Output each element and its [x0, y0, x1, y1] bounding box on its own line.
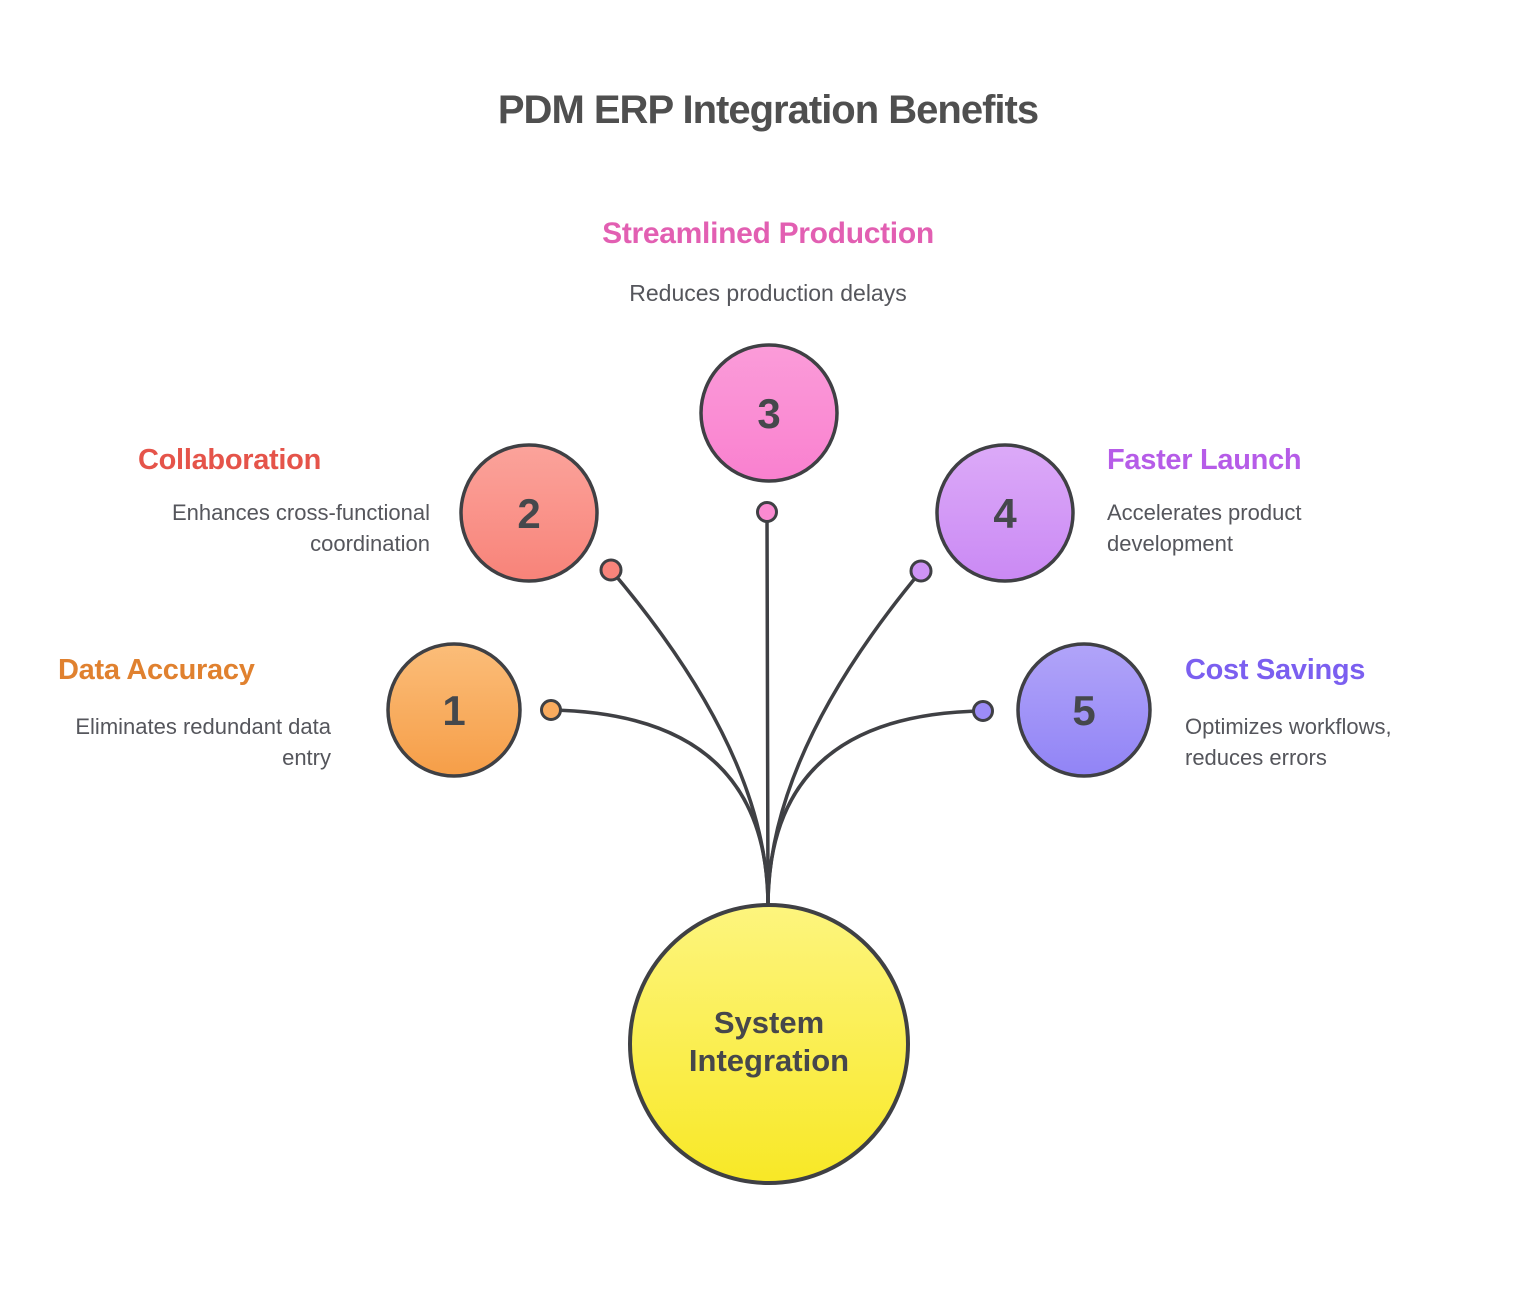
connector-line-5: [766, 709, 985, 908]
connector-dot-3: [756, 501, 778, 523]
benefit-5-number: 5: [1072, 687, 1095, 734]
benefit-4-title: Faster Launch: [1107, 444, 1302, 476]
connector-line-4: [766, 569, 923, 908]
hub-label: System Integration: [688, 1005, 850, 1078]
connector-line-2: [609, 568, 770, 908]
benefit-3-title: Streamlined Production: [602, 217, 934, 250]
benefit-5-title: Cost Savings: [1185, 654, 1366, 686]
benefit-1-title: Data Accuracy: [58, 654, 255, 686]
benefit-2-description: Enhances cross-functional coordination: [171, 500, 430, 556]
connector-dot-4: [909, 559, 933, 583]
benefit-5-circle: [1016, 642, 1152, 778]
benefit-3-number: 3: [757, 390, 780, 437]
connector-dot-2: [599, 558, 623, 582]
benefit-2-circle: [459, 443, 599, 583]
connector-line-1: [549, 708, 770, 908]
hub-circle: [628, 903, 910, 1185]
benefit-1-circle: [386, 642, 522, 778]
benefit-4-description: Accelerates product development: [1107, 500, 1302, 556]
benefit-3-circle: [699, 343, 839, 483]
benefit-3-description: Reduces production delays: [629, 280, 907, 306]
connector-dot-5: [972, 700, 994, 722]
benefit-1-number: 1: [442, 687, 465, 734]
benefit-1-description: Eliminates redundant data entry: [75, 714, 331, 770]
benefit-5-description: Optimizes workflows, reduces errors: [1185, 714, 1392, 770]
connector-line-3: [765, 511, 770, 908]
benefit-2-title: Collaboration: [138, 444, 321, 476]
page-title: PDM ERP Integration Benefits: [497, 88, 1039, 132]
benefit-4-circle: [935, 443, 1075, 583]
benefit-2-number: 2: [517, 490, 540, 537]
benefit-4-number: 4: [993, 490, 1017, 537]
connector-dot-1: [540, 699, 562, 721]
